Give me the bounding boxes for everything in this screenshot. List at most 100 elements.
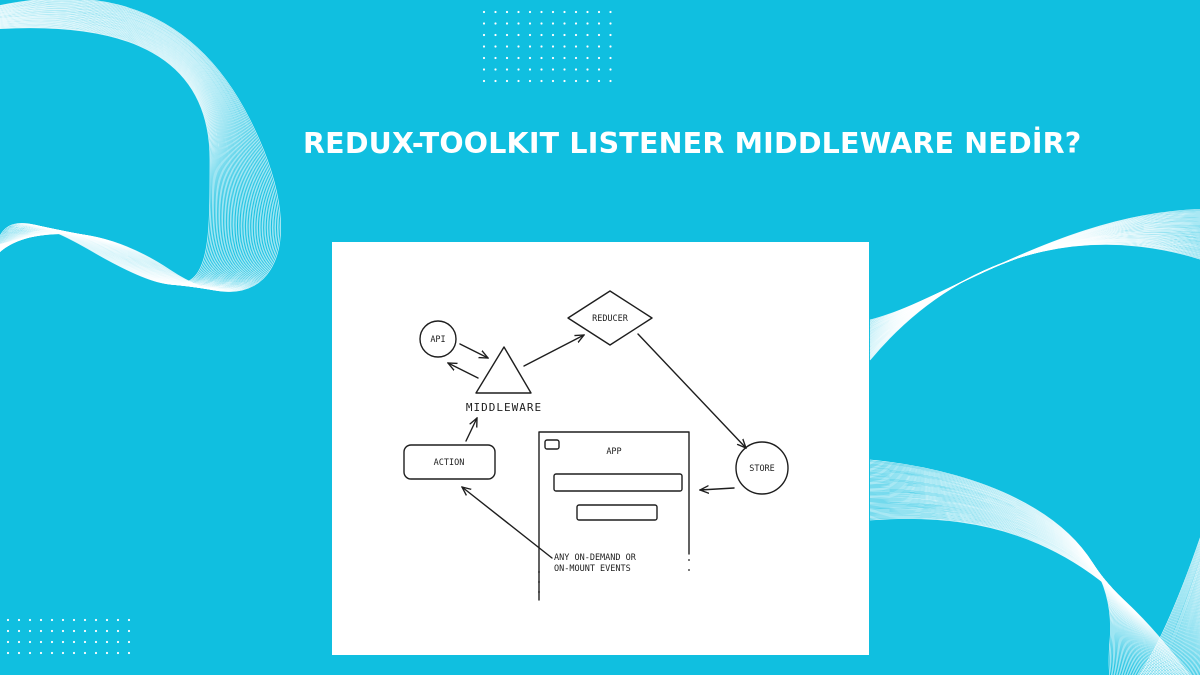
store-label: STORE [749, 464, 775, 474]
decor-dot [127, 640, 131, 644]
decor-dot [17, 651, 21, 655]
decor-dot [563, 79, 566, 83]
wave-line [869, 224, 1200, 675]
middleware-node: MIDDLEWARE [466, 346, 541, 414]
store-node: STORE [735, 441, 789, 495]
wave-line [869, 231, 1200, 675]
arrows [448, 333, 746, 559]
wave-line [0, 25, 216, 286]
decor-dot [482, 10, 486, 14]
decor-dot [50, 618, 54, 622]
decor-dot [563, 45, 566, 48]
decor-dot [517, 56, 520, 60]
decor-dot [61, 651, 65, 655]
wave-line [0, 6, 263, 290]
wave-line [0, 19, 230, 287]
decor-dot [609, 33, 612, 37]
page-title: REDUX-TOOLKIT LISTENER MIDDLEWARE NEDİR? [303, 127, 1082, 160]
wave-line [0, 10, 252, 289]
events-label-line2: ON-MOUNT EVENTS [554, 564, 631, 574]
wave-line [869, 216, 1200, 675]
decor-dot [72, 629, 76, 633]
decor-dot [127, 629, 131, 633]
decor-dot [574, 22, 578, 25]
decor-dot [61, 618, 65, 622]
wave-line [869, 214, 1200, 675]
decor-dot [83, 651, 87, 655]
decor-dot [574, 45, 578, 48]
decor-dot [105, 651, 109, 655]
wave-line [0, 26, 212, 285]
decor-dot [482, 45, 486, 48]
decor-dot [551, 45, 555, 48]
decor-dot [17, 640, 21, 644]
decor-dot [574, 33, 578, 37]
wave-line [0, 26, 213, 285]
decor-dot [94, 640, 98, 644]
decor-dot [116, 618, 120, 622]
decor-dot [17, 618, 21, 622]
wave-line [869, 234, 1200, 675]
decor-dot [517, 45, 520, 48]
dot-grid-bottom-left [6, 618, 131, 655]
decor-dot [494, 22, 497, 25]
decor-dot [505, 68, 509, 71]
decor-dot [39, 618, 43, 622]
wave-line [869, 213, 1200, 675]
decor-dot [586, 33, 589, 37]
wave-line [869, 212, 1200, 675]
decor-dot [563, 10, 566, 14]
decor-dot [540, 45, 543, 48]
decor-dot [540, 22, 543, 25]
decor-dot [528, 45, 532, 48]
decor-dot [50, 651, 54, 655]
reducer-node: REDUCER [567, 290, 653, 346]
decor-dot [517, 22, 520, 25]
wave-line [0, 13, 246, 288]
arrow-middleware-to-api [448, 363, 479, 379]
decor-dot [50, 640, 54, 644]
decor-dot [597, 68, 601, 71]
wave-line [869, 211, 1200, 675]
wave-line [869, 232, 1200, 675]
decor-dot [494, 45, 497, 48]
decor-dot [597, 56, 601, 60]
decor-dot [61, 640, 65, 644]
decor-dot [28, 629, 32, 633]
decor-dot [94, 651, 98, 655]
wave-line [0, 16, 237, 287]
wave-line [869, 219, 1200, 675]
decor-dot [563, 22, 566, 25]
decor-dot [574, 79, 578, 83]
wave-line [869, 223, 1200, 675]
wave-line [0, 12, 249, 289]
decor-dot [482, 22, 486, 25]
decor-dot [83, 618, 87, 622]
decor-dot [609, 68, 612, 71]
decor-dot [517, 79, 520, 83]
decor-dot [72, 651, 76, 655]
decor-dot [83, 629, 87, 633]
arrow-api-to-middleware [459, 343, 488, 358]
wave-line [0, 15, 241, 288]
wave-line [0, 22, 223, 286]
decor-dot [574, 68, 578, 71]
wave-line [0, 24, 218, 286]
decor-dot [505, 10, 509, 14]
decor-dot [563, 56, 566, 60]
wave-line [869, 227, 1200, 675]
wave-line [0, 23, 220, 286]
decor-dot [597, 45, 601, 48]
wave-line [0, 27, 211, 285]
decor-dot [609, 22, 612, 25]
decor-dot [563, 68, 566, 71]
app-button-bar [576, 504, 658, 521]
decor-dot [528, 33, 532, 37]
decor-dot [6, 618, 10, 622]
wave-lines-top-left [0, 0, 281, 292]
decor-dot [528, 68, 532, 71]
decor-dot [563, 33, 566, 37]
decor-dot [551, 68, 555, 71]
decor-dot [6, 651, 10, 655]
